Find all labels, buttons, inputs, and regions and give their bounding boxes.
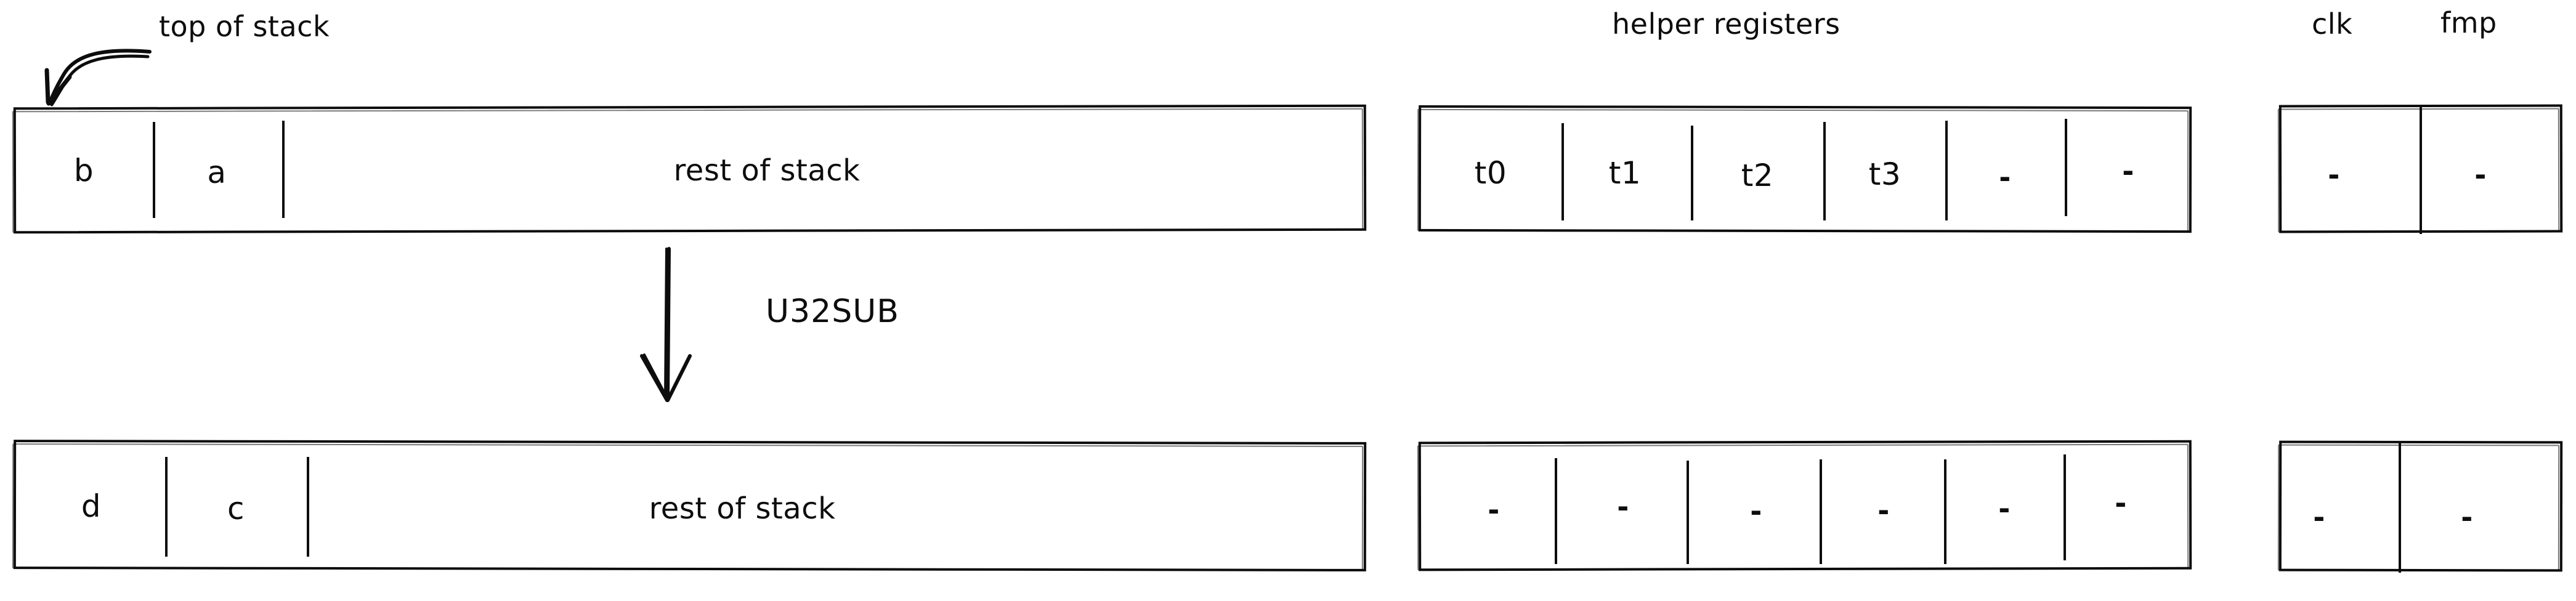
helper-cell-value: - (1488, 493, 1500, 526)
clk-label: clk (2312, 7, 2353, 41)
stack-cell-value: c (227, 491, 245, 526)
helper-registers-box-before (1418, 105, 2192, 233)
helper-cell-value: - (2115, 486, 2127, 520)
clk-fmp-box-before (2278, 104, 2563, 233)
helper-cell-value: - (1999, 161, 2011, 194)
top-of-stack-label: top of stack (159, 10, 330, 43)
stack-cell-value: a (207, 155, 227, 190)
helper-cell-value: - (1877, 494, 1890, 527)
rest-of-stack-label: rest of stack (673, 153, 861, 188)
rest-of-stack-label: rest of stack (649, 491, 836, 526)
fmp-cell-value: - (2474, 158, 2487, 192)
helper-cell-value: t3 (1868, 156, 1902, 192)
clk-cell-value: - (2328, 158, 2340, 192)
helper-cell-value: - (1998, 492, 2011, 525)
stack-cell-value: d (81, 488, 102, 524)
fmp-cell-value: - (2461, 501, 2473, 534)
down-arrow-icon (640, 247, 692, 402)
operation-label: U32SUB (766, 293, 899, 330)
helper-registers-label: helper registers (1612, 7, 1841, 41)
helper-cell-value: t0 (1474, 155, 1507, 191)
helper-cell-value: - (1750, 494, 1762, 528)
helper-cell-value: t1 (1608, 155, 1642, 191)
fmp-label: fmp (2440, 6, 2497, 39)
clk-cell-value: - (2313, 501, 2325, 534)
helper-registers-box-after (1418, 440, 2192, 571)
curved-arrow-icon (44, 49, 152, 107)
helper-cell-value: - (2122, 155, 2134, 188)
helper-cell-value: - (1617, 490, 1629, 523)
helper-cell-value: t2 (1741, 158, 1774, 193)
stack-cell-value: b (73, 153, 94, 188)
